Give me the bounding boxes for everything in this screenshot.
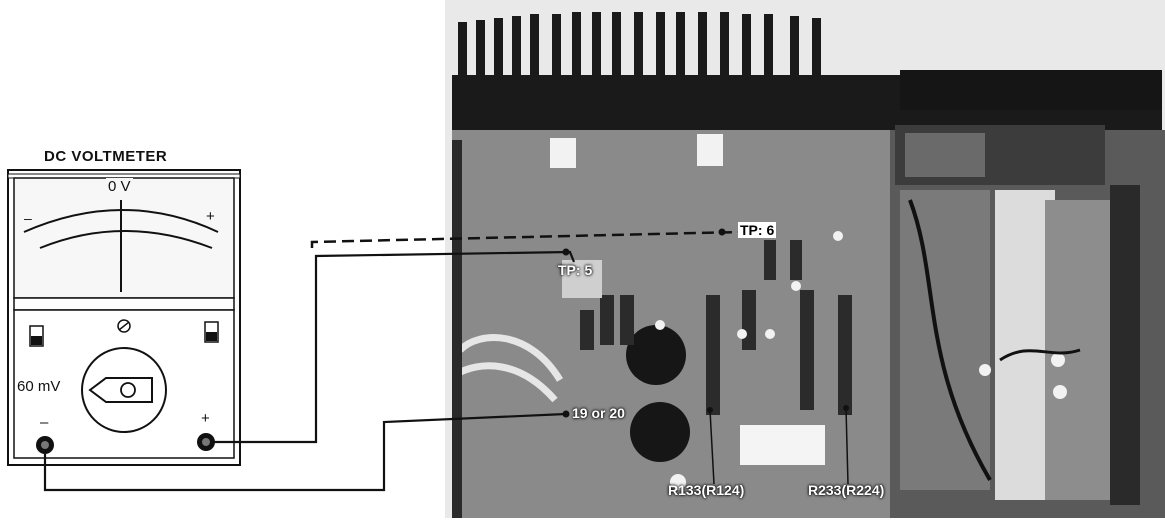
dc-voltmeter: [7, 169, 241, 466]
zero-adjust-screw[interactable]: [117, 319, 131, 333]
minus-terminal[interactable]: [36, 436, 54, 454]
right-toggle-switch[interactable]: [204, 321, 219, 343]
tp5-label: TP: 5: [558, 262, 593, 278]
heatsink: [452, 12, 1162, 130]
left-toggle-switch[interactable]: [29, 325, 44, 347]
pin-probe-point: [562, 410, 570, 418]
meter-dial-window: [13, 177, 235, 299]
solid-lead-tp5: [214, 250, 576, 444]
r133-pointer: [709, 409, 715, 485]
pin-label: 19 or 20: [572, 405, 625, 421]
dashed-lead-tp6: [310, 230, 741, 248]
scale-plus-label: +: [206, 208, 215, 225]
tp6-label: TP: 6: [738, 222, 777, 238]
tp6-probe-point: [718, 228, 726, 236]
amplifier-board-photo: [445, 0, 1165, 518]
terminal-minus-label: –: [40, 414, 49, 431]
range-label: 60 mV: [17, 378, 61, 395]
r233-pointer: [845, 407, 849, 485]
range-selector-knob[interactable]: [81, 347, 167, 433]
tp5-probe-point: [562, 248, 570, 256]
plus-terminal[interactable]: [197, 433, 215, 451]
zero-volt-label: 0 V: [106, 178, 133, 195]
r233-label: R233(R224): [808, 482, 885, 498]
terminal-plus-label: +: [201, 410, 210, 427]
meter-title: DC VOLTMETER: [44, 148, 168, 165]
r133-label: R133(R124): [668, 482, 745, 498]
scale-minus-label: –: [24, 210, 32, 226]
ground-lead-pin: [43, 412, 567, 492]
